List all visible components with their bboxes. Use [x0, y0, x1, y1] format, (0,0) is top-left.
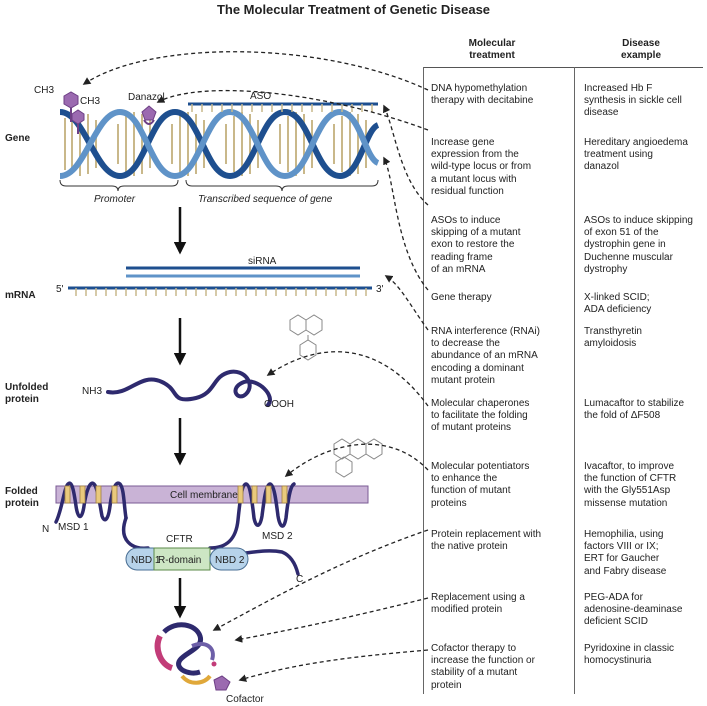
msd2-label: MSD 2 — [262, 531, 293, 542]
disease-row-6: Lumacaftor to stabilize the fold of ΔF50… — [584, 398, 685, 422]
header-molecular-treatment: Molecular treatment — [468, 38, 516, 61]
transmembrane-helices — [64, 485, 288, 504]
folded-protein-ribbon — [154, 622, 217, 685]
pointer-arrows — [82, 51, 429, 682]
transcribed-label: Transcribed sequence of gene — [198, 194, 333, 205]
disease-row-10: Pyridoxine in classic homocystinuria — [584, 643, 675, 667]
pointer-protein-replacement — [212, 529, 429, 631]
three-prime-label: 3' — [376, 284, 384, 295]
sirna-duplex — [126, 266, 360, 278]
transcribed-brace — [185, 179, 379, 192]
disease-row-7: Ivacaftor, to improve the function of CF… — [584, 461, 677, 509]
cofactor-molecule — [213, 675, 231, 691]
pointer-decitabine — [82, 51, 429, 91]
treatment-row-3: ASOs to induce skipping of a mutant exon… — [431, 215, 521, 275]
rdomain-label: R-domain — [158, 555, 201, 566]
disease-row-8: Hemophilia, using factors VIII or IX; ER… — [584, 529, 667, 577]
column-divider-left — [423, 67, 424, 694]
treatment-row-6: Molecular chaperones to facilitate the f… — [431, 398, 530, 434]
ch3-label-1: CH3 — [34, 85, 54, 96]
header-disease-example: Disease example — [620, 38, 662, 61]
header-rule — [423, 67, 703, 68]
treatment-row-7: Molecular potentiators to enhance the fu… — [431, 461, 530, 509]
treatment-row-9: Replacement using a modified protein — [431, 592, 525, 616]
nbd2-domain — [209, 547, 249, 571]
cftr-protein — [54, 481, 300, 576]
c-terminus-label: C — [296, 574, 303, 585]
pointer-rnai — [384, 275, 429, 331]
disease-row-4: X-linked SCID; ADA deficiency — [584, 292, 652, 316]
promoter-brace — [59, 179, 179, 192]
promoter-label: Promoter — [94, 194, 136, 205]
pointer-modified-protein — [234, 597, 429, 643]
level-label-unfolded-protein: Unfolded protein — [5, 382, 49, 405]
treatment-row-5: RNA interference (RNAi) to decrease the … — [431, 326, 540, 386]
cooh-label: COOH — [264, 399, 294, 410]
level-label-mrna: mRNA — [5, 290, 36, 301]
pointer-cofactor — [238, 649, 429, 682]
treatment-row-4: Gene therapy — [431, 292, 492, 303]
mrna-strand — [68, 286, 372, 296]
cell-membrane-label: Cell membrane — [170, 490, 238, 501]
disease-row-1: Increased Hb F synthesis in sickle cell … — [584, 83, 682, 119]
sirna-label: siRNA — [248, 256, 277, 267]
cofactor-label: Cofactor — [226, 694, 264, 705]
five-prime-label: 5' — [56, 284, 64, 295]
disease-row-5: Transthyretin amyloidosis — [584, 326, 642, 350]
treatment-row-10: Cofactor therapy to increase the functio… — [431, 643, 535, 691]
aso-strand — [188, 102, 378, 112]
potentiator-molecule — [333, 438, 383, 478]
danazol-label: Danazol — [128, 92, 165, 103]
methyl-groups — [63, 91, 85, 134]
nbd2-label: NBD 2 — [215, 555, 245, 566]
dna-helix — [59, 108, 380, 180]
cftr-label: CFTR — [166, 534, 193, 545]
diagram-title: The Molecular Treatment of Genetic Disea… — [216, 2, 491, 17]
pointer-aso — [383, 104, 429, 206]
pointer-potentiator — [284, 443, 429, 477]
treatment-row-8: Protein replacement with the native prot… — [431, 529, 542, 553]
nh3-label: NH3 — [82, 386, 102, 397]
level-label-gene: Gene — [5, 133, 31, 144]
danazol-molecule — [141, 105, 157, 125]
nbd1-label: NBD 1 — [131, 555, 161, 566]
treatment-row-1: DNA hypomethylation therapy with decitab… — [431, 83, 534, 107]
disease-row-3: ASOs to induce skipping of exon 51 of th… — [584, 215, 693, 275]
unfolded-protein-chain — [106, 369, 272, 407]
chaperone-molecule — [289, 314, 323, 361]
level-label-folded-protein: Folded protein — [5, 486, 39, 509]
treatment-row-2: Increase gene expression from the wild-t… — [431, 137, 532, 197]
disease-row-2: Hereditary angioedema treatment using da… — [584, 137, 688, 173]
pointer-chaperone — [266, 351, 429, 407]
ch3-label-2: CH3 — [80, 96, 100, 107]
column-divider-right — [574, 67, 575, 694]
msd1-label: MSD 1 — [58, 522, 89, 533]
pointer-danazol — [156, 89, 429, 131]
pointer-gene-therapy — [383, 156, 429, 291]
aso-label: ASO — [250, 91, 271, 102]
n-terminus-label: N — [42, 524, 49, 535]
disease-row-9: PEG-ADA for adenosine-deaminase deficien… — [584, 592, 683, 628]
